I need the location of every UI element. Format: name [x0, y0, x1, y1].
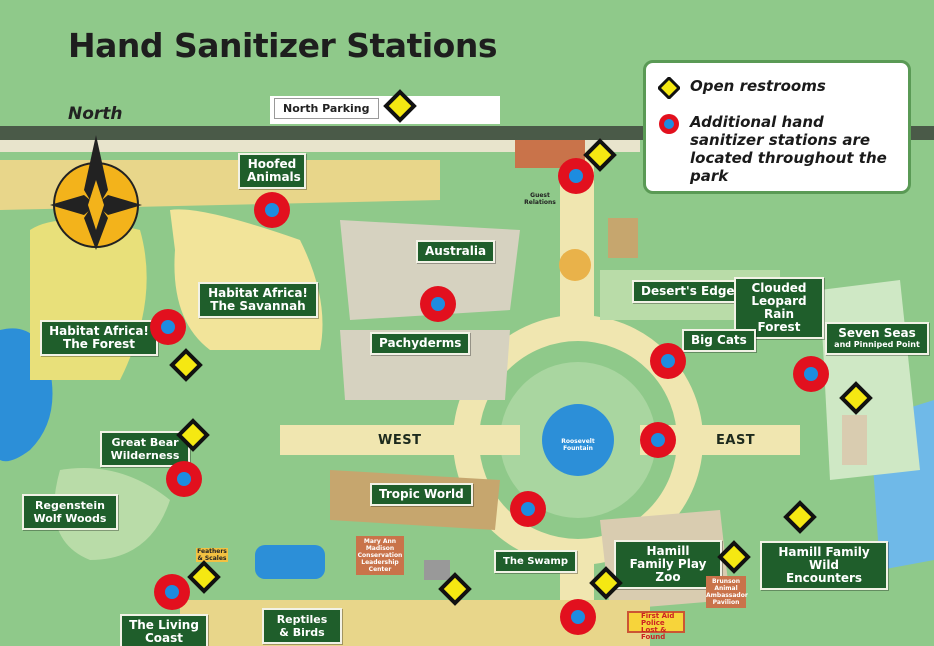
- legend: Open restrooms Additional hand sanitizer…: [643, 60, 911, 194]
- seven-seas-title: Seven Seas: [838, 326, 916, 340]
- label-big-cats[interactable]: Big Cats: [682, 329, 756, 352]
- label-regenstein[interactable]: Regenstein Wolf Woods: [22, 494, 118, 530]
- compass: [50, 135, 142, 250]
- label-clouded-leopard[interactable]: Clouded Leopard Rain Forest: [734, 277, 824, 339]
- label-habitat-savannah[interactable]: Habitat Africa! The Savannah: [198, 282, 318, 318]
- legend-sanitizer-label: Additional hand sanitizer stations are l…: [690, 113, 887, 185]
- label-great-bear[interactable]: Great Bear Wilderness: [100, 431, 190, 467]
- legend-sanitizer: Additional hand sanitizer stations are l…: [658, 113, 900, 185]
- label-pachyderms[interactable]: Pachyderms: [370, 332, 471, 355]
- label-reptiles-birds[interactable]: Reptiles & Birds: [262, 608, 342, 644]
- north-parking-label: North Parking: [274, 98, 379, 119]
- label-hoofed-animals[interactable]: Hoofed Animals: [238, 153, 306, 189]
- seven-seas-sub: and Pinniped Point: [834, 340, 920, 349]
- north-label: North: [68, 104, 123, 124]
- label-australia[interactable]: Australia: [416, 240, 496, 263]
- label-tropic-world[interactable]: Tropic World: [370, 483, 473, 506]
- lost-found-label: Lost & Found: [641, 626, 667, 641]
- label-seven-seas[interactable]: Seven Seas and Pinniped Point: [825, 322, 929, 355]
- roosevelt-fountain-label: Roosevelt Fountain: [561, 438, 595, 452]
- roosevelt-fountain: [542, 404, 614, 476]
- legend-restrooms-label: Open restrooms: [690, 77, 826, 95]
- label-hamill-wild-encounters[interactable]: Hamill Family Wild Encounters: [760, 541, 888, 590]
- first-aid-label: First Aid: [641, 612, 675, 620]
- first-aid-box: First Aid Police Lost & Found: [627, 611, 685, 641]
- police-label: Police: [641, 619, 665, 627]
- label-hamill-play-zoo[interactable]: Hamill Family Play Zoo: [614, 540, 722, 589]
- zone-east: EAST: [716, 433, 756, 448]
- legend-restrooms: Open restrooms: [658, 77, 826, 99]
- page-title: Hand Sanitizer Stations: [68, 26, 497, 65]
- feathers-scales-label: Feathers & Scales: [196, 548, 228, 562]
- restroom-diamond-icon: [658, 77, 680, 99]
- brunson-label: Brunson Animal Ambassador Pavilion: [706, 576, 748, 608]
- label-habitat-forest[interactable]: Habitat Africa! The Forest: [40, 320, 158, 356]
- mary-ann-label: Mary Ann Madison Conservation Leadership…: [356, 536, 404, 575]
- label-living-coast[interactable]: The Living Coast: [120, 614, 208, 646]
- label-deserts-edge[interactable]: Desert's Edge: [632, 280, 744, 303]
- zone-west: WEST: [378, 433, 422, 448]
- label-the-swamp[interactable]: The Swamp: [494, 550, 577, 573]
- guest-relations-label: Guest Relations: [524, 192, 556, 206]
- sanitizer-dot-icon: [659, 114, 679, 134]
